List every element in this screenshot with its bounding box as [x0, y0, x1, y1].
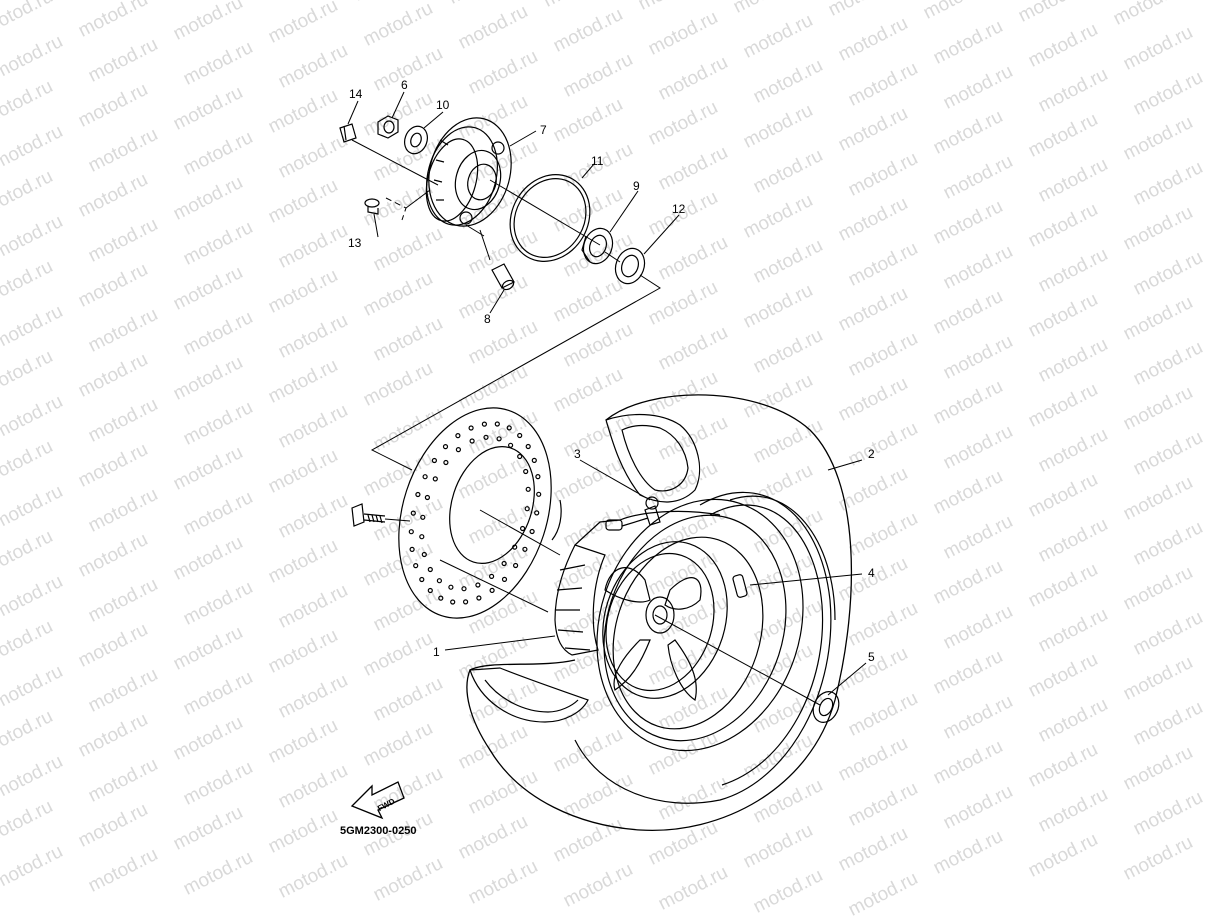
disc-hole — [484, 435, 488, 439]
disc-hole — [451, 600, 455, 604]
disc-hole — [513, 545, 517, 549]
disc-hole — [532, 458, 536, 462]
disc-hole — [502, 562, 506, 566]
bearing-part-9 — [579, 224, 618, 267]
disc-hole — [525, 507, 529, 511]
callout-5: 5 — [868, 650, 875, 664]
disc-hole — [414, 564, 418, 568]
disc-hole — [497, 437, 501, 441]
disc-hole — [469, 426, 473, 430]
hub-plate-part-7 — [416, 109, 523, 236]
disc-hole — [482, 422, 486, 426]
disc-hole — [490, 588, 494, 592]
disc-hole — [518, 434, 522, 438]
disc-hole — [437, 579, 441, 583]
diagram-code: 5GM2300-0250 — [340, 825, 416, 837]
bolt-part-13 — [365, 199, 379, 214]
disc-hole — [526, 487, 530, 491]
disc-hole — [456, 434, 460, 438]
disc-hole — [420, 535, 424, 539]
callout-6: 6 — [401, 78, 408, 92]
wheel-rim — [555, 472, 835, 777]
disc-hole — [433, 477, 437, 481]
disc-hole — [421, 515, 425, 519]
disc-hole — [521, 527, 525, 531]
disc-bolt — [352, 504, 385, 526]
disc-hole — [490, 574, 494, 578]
callout-9: 9 — [633, 179, 640, 193]
washer-part-10 — [401, 123, 431, 157]
disc-hole — [530, 530, 534, 534]
disc-hole — [444, 461, 448, 465]
callout-2: 2 — [868, 447, 875, 461]
disc-hole — [444, 445, 448, 449]
disc-hole — [526, 445, 530, 449]
disc-hole — [439, 596, 443, 600]
disc-hole — [423, 475, 427, 479]
callout-labels: 1 2 3 4 5 6 7 8 9 10 11 12 13 14 5GM2300… — [340, 78, 875, 837]
disc-hole — [428, 568, 432, 572]
collar-part-8 — [492, 264, 515, 291]
clip-part-14 — [340, 124, 356, 142]
callout-11: 11 — [591, 154, 604, 168]
disc-hole — [535, 511, 539, 515]
fwd-label: FWD — [376, 797, 397, 814]
callout-1: 1 — [433, 645, 440, 659]
disc-hole — [456, 448, 460, 452]
disc-hole — [477, 596, 481, 600]
disc-hole — [524, 470, 528, 474]
disc-hole — [518, 455, 522, 459]
disc-hole — [449, 585, 453, 589]
disc-hole — [537, 492, 541, 496]
disc-hole — [410, 547, 414, 551]
disc-hole — [432, 459, 436, 463]
axle-collar-part-5 — [808, 687, 843, 726]
disc-hole — [523, 547, 527, 551]
disc-hole — [409, 530, 413, 534]
callout-10: 10 — [436, 98, 450, 112]
disc-hole — [503, 577, 507, 581]
disc-hole — [420, 578, 424, 582]
disc-hole — [509, 443, 513, 447]
fwd-arrow-icon: FWD — [352, 782, 404, 818]
callout-8: 8 — [484, 312, 491, 326]
disc-hole — [536, 475, 540, 479]
disc-hole — [495, 422, 499, 426]
disc-hole — [470, 439, 474, 443]
valve-part-3 — [606, 497, 660, 530]
tire-part-2 — [467, 395, 851, 830]
disc-hole — [476, 583, 480, 587]
disc-hole — [416, 493, 420, 497]
disc-hole — [422, 553, 426, 557]
seal-part-12 — [611, 244, 650, 287]
callout-14: 14 — [349, 87, 363, 101]
oring-part-11 — [495, 160, 606, 276]
disc-hole — [425, 496, 429, 500]
callout-3: 3 — [574, 447, 581, 461]
nut-part-6 — [378, 116, 398, 138]
disc-hole — [514, 564, 518, 568]
leader-lines — [348, 92, 866, 705]
callout-7: 7 — [540, 123, 547, 137]
disc-hole — [507, 426, 511, 430]
callout-13: 13 — [348, 236, 362, 250]
disc-hole — [411, 511, 415, 515]
brake-disc — [373, 388, 577, 638]
disc-hole — [464, 600, 468, 604]
disc-hole — [428, 589, 432, 593]
callout-12: 12 — [672, 202, 686, 216]
callout-4: 4 — [868, 566, 875, 580]
disc-hole — [462, 587, 466, 591]
